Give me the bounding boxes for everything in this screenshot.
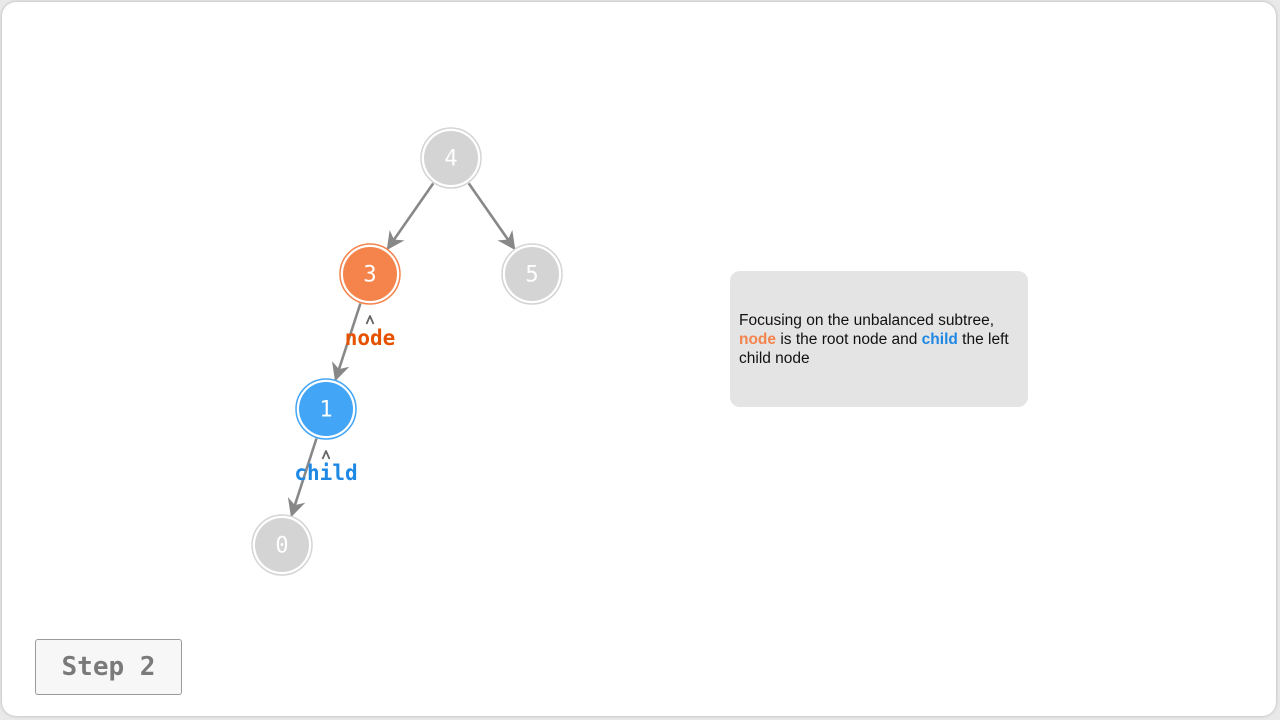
explanation-mid: is the root node and <box>776 330 922 348</box>
pointer-arrow-icon <box>321 450 331 460</box>
pointer-label: node <box>345 326 396 350</box>
step-label: Step 2 <box>61 652 156 682</box>
tree-node-circle <box>424 131 478 185</box>
tree-node-1: 1 <box>295 378 357 440</box>
tree-node-value: 0 <box>275 534 288 559</box>
explanation-text: Focusing on the unbalanced subtree, node… <box>739 311 1009 368</box>
tree-node-circle <box>343 247 397 301</box>
tree-node-circle <box>255 518 309 572</box>
tree-node-value: 4 <box>444 147 457 172</box>
tree-edges <box>287 182 516 518</box>
pointer-child: child <box>294 450 358 485</box>
pointer-label: child <box>294 461 357 485</box>
explanation-child-keyword: child <box>921 330 958 348</box>
tree-node-value: 1 <box>319 398 332 423</box>
tree-node-value: 3 <box>363 263 376 288</box>
step-indicator: Step 2 <box>35 639 182 695</box>
tree-node-value: 5 <box>525 263 538 288</box>
tree-node-3: 3 <box>339 243 401 305</box>
explanation-line1: Focusing on the unbalanced subtree, <box>739 311 995 329</box>
tree-node-circle <box>505 247 559 301</box>
tree-nodes: 4 3 5 1 0 <box>251 127 563 576</box>
edge-n4-n5 <box>467 182 516 251</box>
pointer-node: node <box>345 315 396 350</box>
explanation-node-keyword: node <box>739 330 777 348</box>
edge-n3-n1 <box>332 303 362 382</box>
pointer-arrow-icon <box>365 315 375 325</box>
tree-node-5: 5 <box>501 243 563 305</box>
edge-n4-n3 <box>386 182 435 251</box>
explanation-box: Focusing on the unbalanced subtree, node… <box>730 271 1028 407</box>
tree-node-4: 4 <box>420 127 482 189</box>
tree-node-circle <box>299 382 353 436</box>
tree-pointers: node child <box>294 315 396 485</box>
edge-n1-n0 <box>287 438 318 518</box>
tree-node-0: 0 <box>251 514 313 576</box>
explanation-tail: the left child node <box>739 330 1009 367</box>
